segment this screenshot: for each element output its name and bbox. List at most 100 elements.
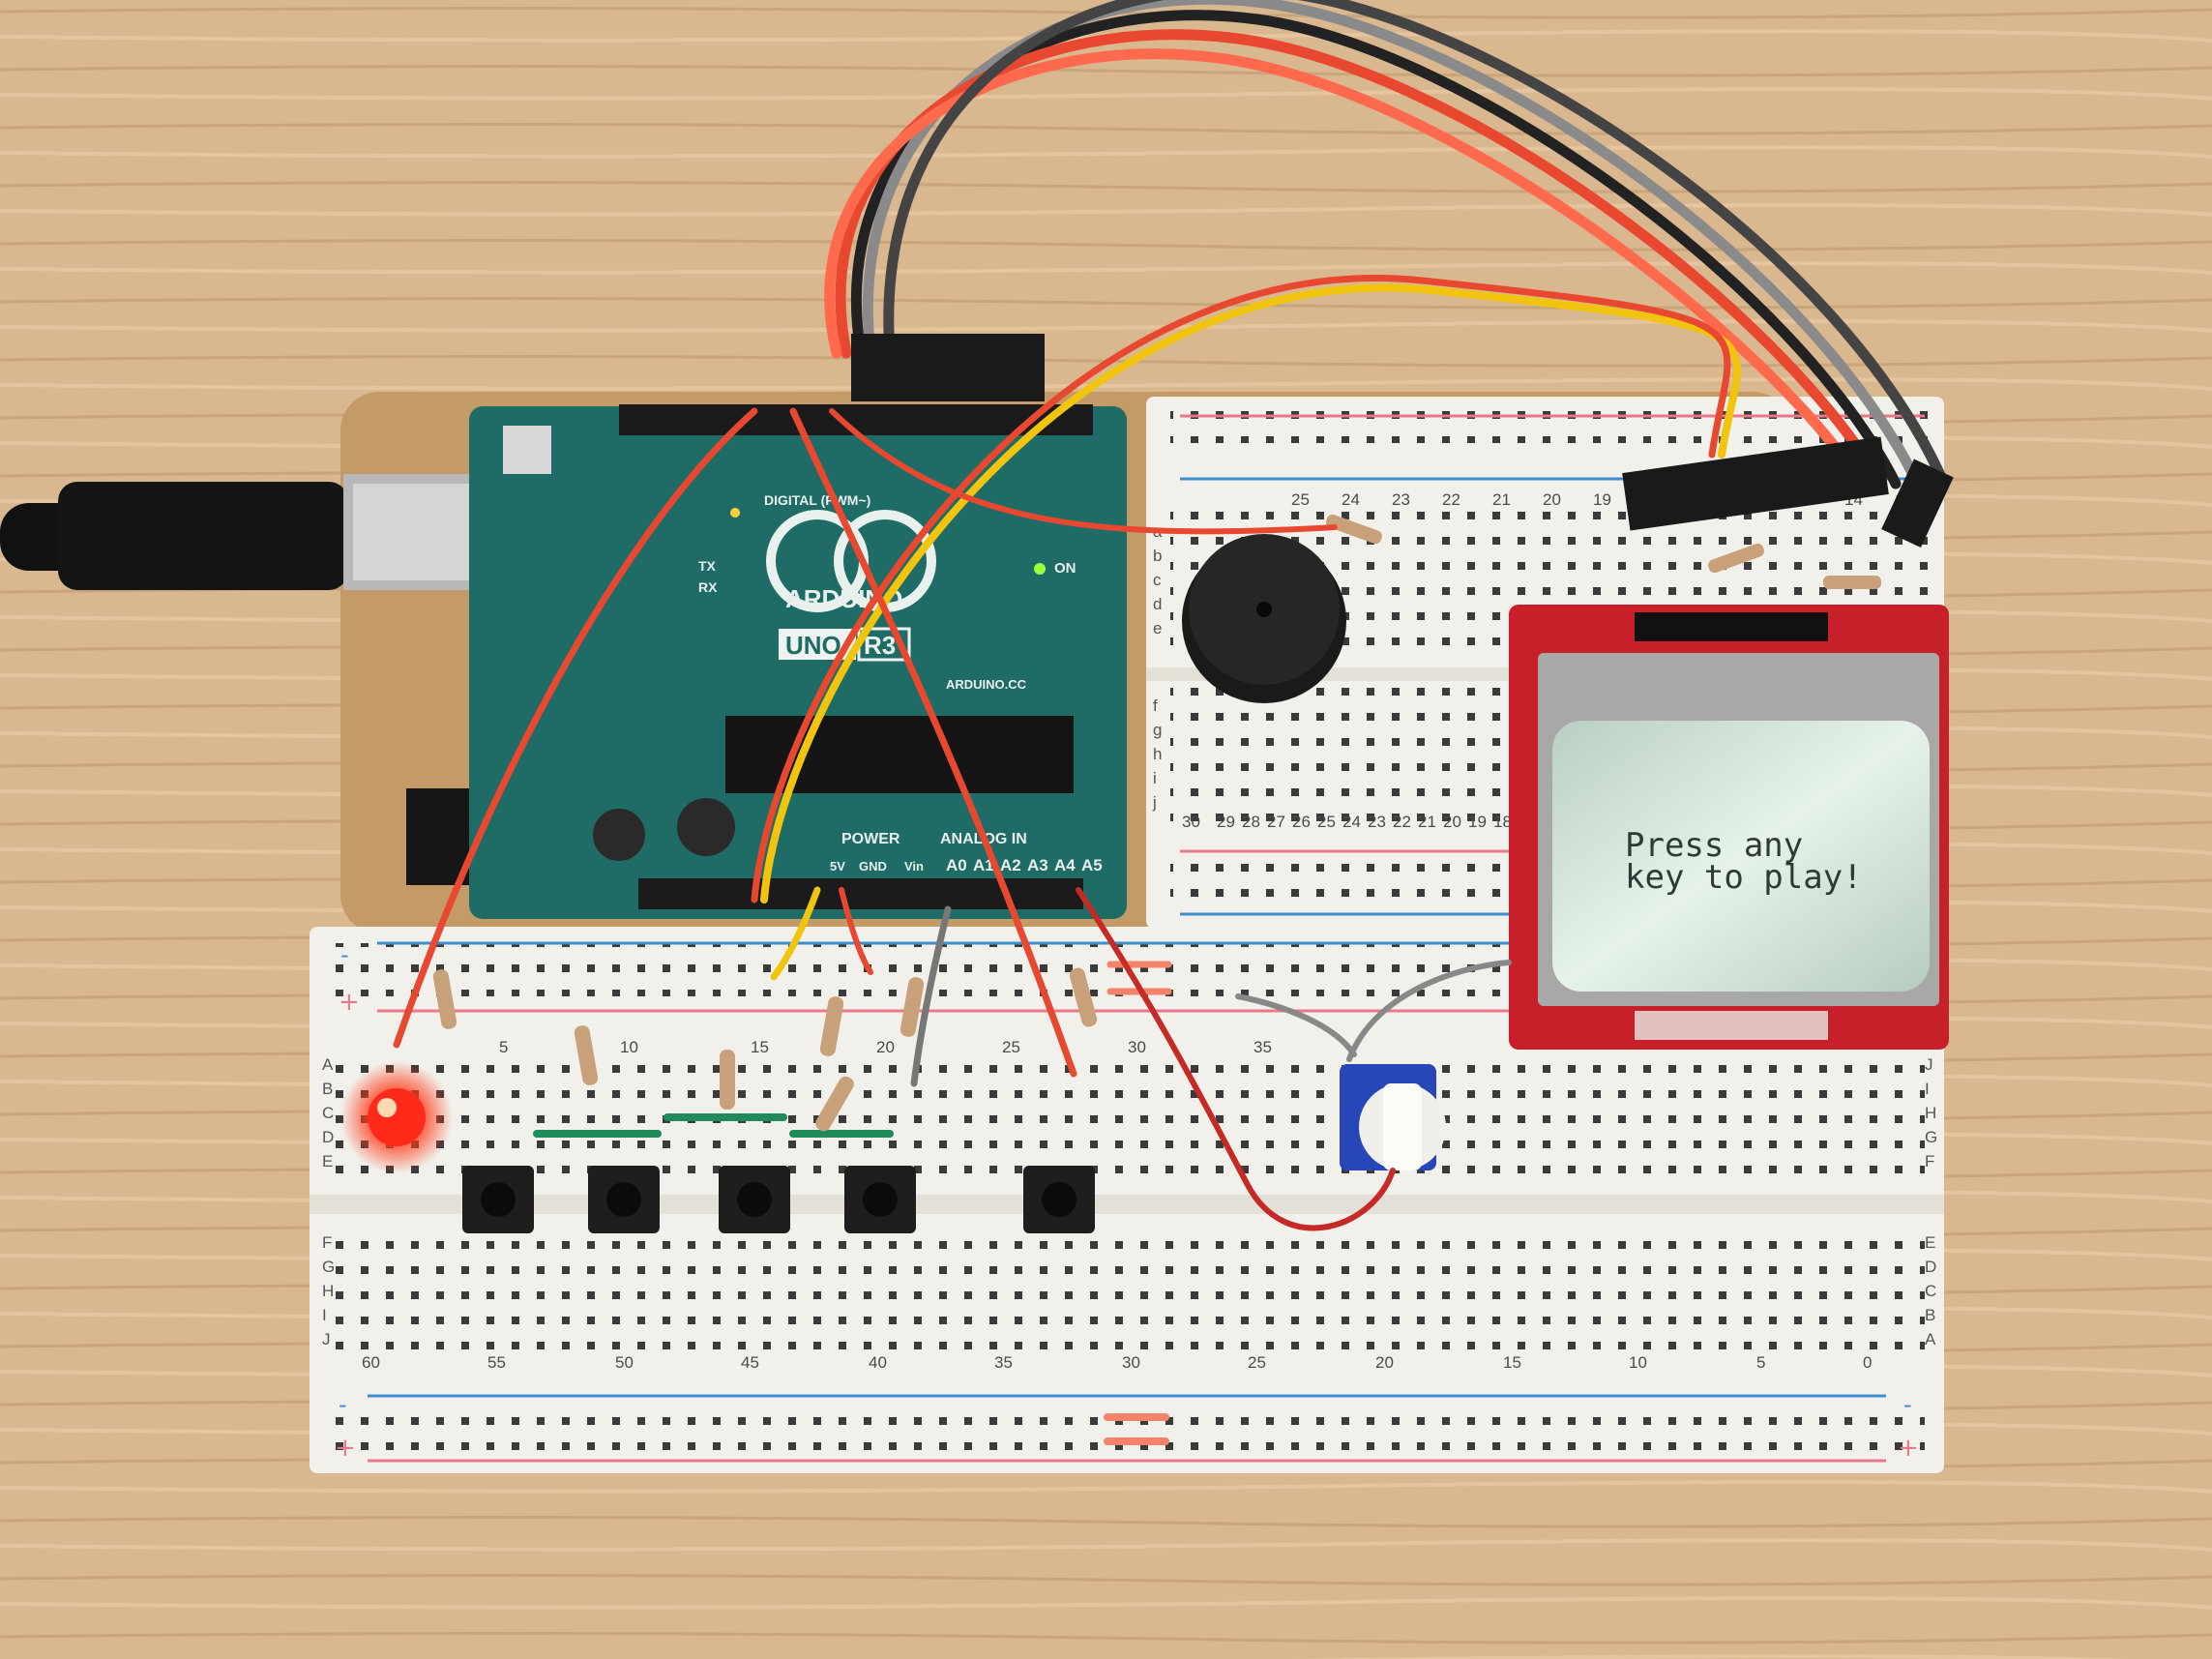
svg-text:10: 10 [620, 1038, 638, 1056]
grey-wire-ribbon [862, 0, 1926, 494]
svg-text:40: 40 [869, 1353, 887, 1372]
site-label: ARDUINO.CC [946, 677, 1027, 692]
svg-text:F: F [322, 1233, 332, 1252]
svg-text:30: 30 [1128, 1038, 1146, 1056]
push-button-1 [462, 1166, 534, 1233]
svg-text:15: 15 [1503, 1353, 1521, 1372]
digital-label: DIGITAL (PWM~) [764, 492, 870, 508]
pin-label-5v: 5V [830, 859, 845, 874]
svg-text:25: 25 [1291, 490, 1310, 509]
svg-text:19: 19 [1593, 490, 1611, 509]
status-led [730, 508, 740, 518]
svg-text:F: F [1925, 1152, 1934, 1170]
dark-wire-ribbon [883, 0, 1950, 489]
usb-cable [0, 474, 537, 590]
svg-text:35: 35 [1253, 1038, 1272, 1056]
tx-label: TX [698, 558, 717, 574]
rx-label: RX [698, 579, 718, 595]
capacitor-1 [593, 809, 645, 861]
svg-text:c: c [1153, 571, 1162, 589]
svg-text:20: 20 [1375, 1353, 1394, 1372]
svg-text:20: 20 [1543, 490, 1561, 509]
lcd-line-1: Press any [1625, 826, 1803, 865]
svg-text:24: 24 [1342, 813, 1361, 831]
svg-text:C: C [322, 1104, 334, 1122]
lcd-screen [1552, 721, 1930, 992]
svg-text:30: 30 [1182, 813, 1200, 831]
svg-text:D: D [322, 1128, 334, 1146]
pin-label-a5: A5 [1081, 856, 1103, 874]
power-led [1034, 563, 1046, 575]
svg-text:27: 27 [1267, 813, 1285, 831]
svg-text:24: 24 [1342, 490, 1360, 509]
svg-text:23: 23 [1392, 490, 1410, 509]
svg-text:5: 5 [499, 1038, 508, 1056]
svg-text:A: A [1925, 1330, 1936, 1348]
red-wire-led [393, 407, 758, 1049]
svg-text:10: 10 [1629, 1353, 1647, 1372]
svg-text:B: B [322, 1080, 333, 1098]
dupont-connector-lcd [1622, 436, 1889, 531]
svg-text:j: j [1152, 793, 1157, 812]
svg-text:23: 23 [1368, 813, 1386, 831]
main-bb-left-row-labels: A B C D E F G H I J [322, 1055, 335, 1348]
svg-text:J: J [1925, 1055, 1933, 1074]
yellow-wire [760, 283, 1741, 904]
push-button-5 [1023, 1166, 1095, 1233]
main-bb-right-row-labels: J I H G F E D C B A [1925, 1055, 1937, 1348]
svg-text:G: G [322, 1258, 335, 1276]
main-breadboard: - + - + - + 5 10 15 20 25 30 35 A B C D … [310, 927, 1944, 1473]
main-bb-top-numbers: 5 10 15 20 25 30 35 [499, 1038, 1272, 1056]
pin-label-gnd: GND [859, 859, 887, 874]
svg-text:21: 21 [1492, 490, 1511, 509]
svg-text:E: E [322, 1152, 333, 1170]
rail-minus-bottom-right: - [1903, 1391, 1912, 1418]
resistors [432, 514, 1881, 1132]
pin-label-a0: A0 [946, 856, 967, 874]
svg-text:B: B [1925, 1306, 1935, 1324]
on-label: ON [1054, 560, 1077, 577]
svg-text:25: 25 [1248, 1353, 1266, 1372]
capacitor-2 [677, 798, 735, 856]
svg-text:22: 22 [1442, 490, 1460, 509]
svg-text:J: J [322, 1330, 331, 1348]
wires [393, 0, 1950, 1231]
svg-text:D: D [1925, 1258, 1936, 1276]
svg-text:35: 35 [994, 1353, 1013, 1372]
svg-text:60: 60 [362, 1353, 380, 1372]
svg-text:19: 19 [1468, 813, 1487, 831]
rail-plus-bottom-right: + [1898, 1434, 1919, 1463]
svg-text:26: 26 [1292, 813, 1311, 831]
svg-text:i: i [1153, 769, 1157, 787]
svg-text:55: 55 [487, 1353, 506, 1372]
red-wire-pot [1076, 887, 1396, 1231]
svg-text:h: h [1153, 745, 1162, 763]
svg-text:H: H [1925, 1104, 1936, 1122]
model-label: UNO [785, 631, 841, 660]
svg-text:30: 30 [1122, 1353, 1140, 1372]
svg-text:C: C [1925, 1282, 1936, 1300]
atmega-chip [725, 716, 1074, 793]
power-label: POWER [841, 831, 900, 847]
svg-text:E: E [1925, 1233, 1935, 1252]
svg-text:29: 29 [1217, 813, 1235, 831]
svg-text:G: G [1925, 1128, 1937, 1146]
buzzer [1182, 534, 1346, 703]
reset-button [503, 426, 551, 474]
svg-text:20: 20 [876, 1038, 895, 1056]
pin-label-a2: A2 [1000, 856, 1021, 874]
svg-text:22: 22 [1393, 813, 1411, 831]
power-pin-labels: 5V GND Vin [830, 859, 924, 874]
rail-plus-top: + [339, 988, 360, 1017]
lcd-line-2: key to play! [1625, 858, 1863, 897]
black-wire-ribbon [850, 10, 1902, 489]
pin-label-vin: Vin [904, 859, 924, 874]
push-button-4 [844, 1166, 916, 1233]
red-wire-ribbon-2 [824, 48, 1868, 489]
svg-text:18: 18 [1493, 813, 1512, 831]
analog-pin-labels: A0 A1 A2 A3 A4 A5 [946, 856, 1103, 874]
svg-text:0: 0 [1863, 1353, 1872, 1372]
svg-text:15: 15 [751, 1038, 769, 1056]
svg-text:25: 25 [1002, 1038, 1020, 1056]
